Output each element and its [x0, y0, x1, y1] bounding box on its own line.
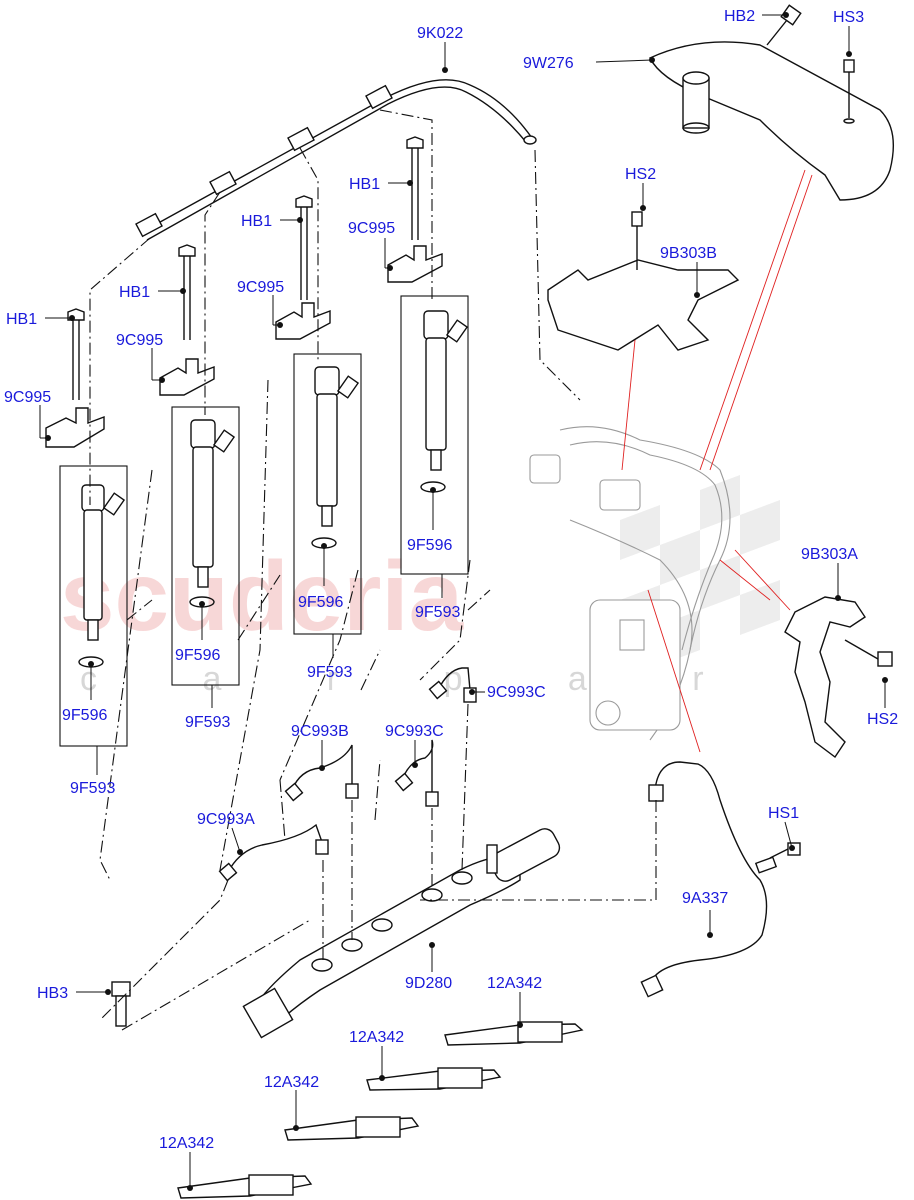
assembly-guide-lines: [89, 109, 657, 1031]
glow-plug-2: [366, 1067, 502, 1091]
fuel-return-line: [135, 79, 537, 241]
injector-clamp: [275, 302, 331, 340]
hold-down-bolt: [67, 308, 85, 400]
label-hb1: HB1: [241, 213, 272, 230]
label-9k022: 9K022: [417, 25, 463, 42]
red-callout-lines: [621, 169, 813, 753]
label-9c993c: 9C993C: [487, 684, 546, 701]
bolt-hb2: [766, 4, 802, 46]
label-hs2: HS2: [625, 166, 656, 183]
watermark: scuderia c a r p a r t s: [60, 475, 914, 698]
fuel-injector: [420, 310, 469, 493]
label-hb2: HB2: [724, 8, 755, 25]
label-9b303a: 9B303A: [801, 546, 858, 563]
injector-clamp: [45, 407, 105, 448]
label-9f596: 9F596: [407, 537, 452, 554]
injector-clamp: [159, 358, 215, 396]
return-line-connector: [135, 84, 393, 238]
watermark-sub: c a r p a r t s: [80, 660, 914, 698]
engine-cover-bracket: [649, 41, 895, 201]
label-9f593: 9F593: [307, 664, 352, 681]
hold-down-bolt: [406, 136, 424, 240]
label-9d280: 9D280: [405, 975, 452, 992]
label-12a342: 12A342: [264, 1074, 319, 1091]
label-9f593: 9F593: [185, 714, 230, 731]
label-9f596: 9F596: [62, 707, 107, 724]
fuel-injector: [189, 419, 236, 608]
injector-assembly-1: [45, 308, 128, 747]
bracket-9b303a: [784, 596, 866, 759]
screw-hs3: [843, 59, 855, 124]
injector-clamp: [387, 245, 443, 283]
fuel-pipe-9c993c-middle: [394, 739, 439, 807]
label-hb1: HB1: [6, 311, 37, 328]
label-9f596: 9F596: [298, 594, 343, 611]
fuel-injector: [78, 484, 126, 668]
label-9a337: 9A337: [682, 890, 728, 907]
label-9c993a: 9C993A: [197, 811, 255, 828]
label-hb1: HB1: [349, 176, 380, 193]
label-9c995: 9C995: [237, 279, 284, 296]
label-9c995: 9C995: [4, 389, 51, 406]
screw-hs1: [769, 842, 801, 859]
label-9c993c: 9C993C: [385, 723, 444, 740]
bracket-9b303b: [547, 211, 740, 351]
fuel-rail: [242, 828, 561, 1039]
glow-plug-4: [177, 1174, 313, 1199]
fuel-pipe-9c993c-upper: [428, 667, 477, 703]
bolt-hs2-bottom: [844, 639, 893, 667]
label-9c995: 9C995: [116, 332, 163, 349]
label-9f596: 9F596: [175, 647, 220, 664]
label-12a342: 12A342: [487, 975, 542, 992]
glow-plug-3: [284, 1116, 420, 1141]
fuel-injector: [311, 366, 360, 549]
label-12a342: 12A342: [159, 1135, 214, 1152]
label-hs2: HS2: [867, 711, 898, 728]
bolt-hb3: [111, 981, 131, 1027]
glow-plug-1: [444, 1021, 584, 1046]
fuel-pipe-9c993a: [218, 823, 329, 882]
label-hs3: HS3: [833, 9, 864, 26]
label-9c993b: 9C993B: [291, 723, 349, 740]
label-9w276: 9W276: [523, 55, 574, 72]
label-12a342: 12A342: [349, 1029, 404, 1046]
label-hb3: HB3: [37, 985, 68, 1002]
fuel-pipe-9a337: [640, 761, 778, 998]
injector-assembly-4: [387, 136, 469, 575]
leader-lines: [39, 12, 888, 1191]
label-9f593: 9F593: [70, 780, 115, 797]
label-9c995: 9C995: [348, 220, 395, 237]
hold-down-bolt: [295, 195, 313, 300]
part-labels: HB1 HB1 HB1 HB1 9C995 9C995 9C995 9C995 …: [4, 8, 898, 1152]
hold-down-bolt: [178, 244, 196, 340]
fuel-pump-ghost: [529, 426, 731, 741]
injector-assembly-2: [159, 244, 240, 686]
label-9f593: 9F593: [415, 604, 460, 621]
label-9b303b: 9B303B: [660, 245, 717, 262]
label-hb1: HB1: [119, 284, 150, 301]
label-hs1: HS1: [768, 805, 799, 822]
